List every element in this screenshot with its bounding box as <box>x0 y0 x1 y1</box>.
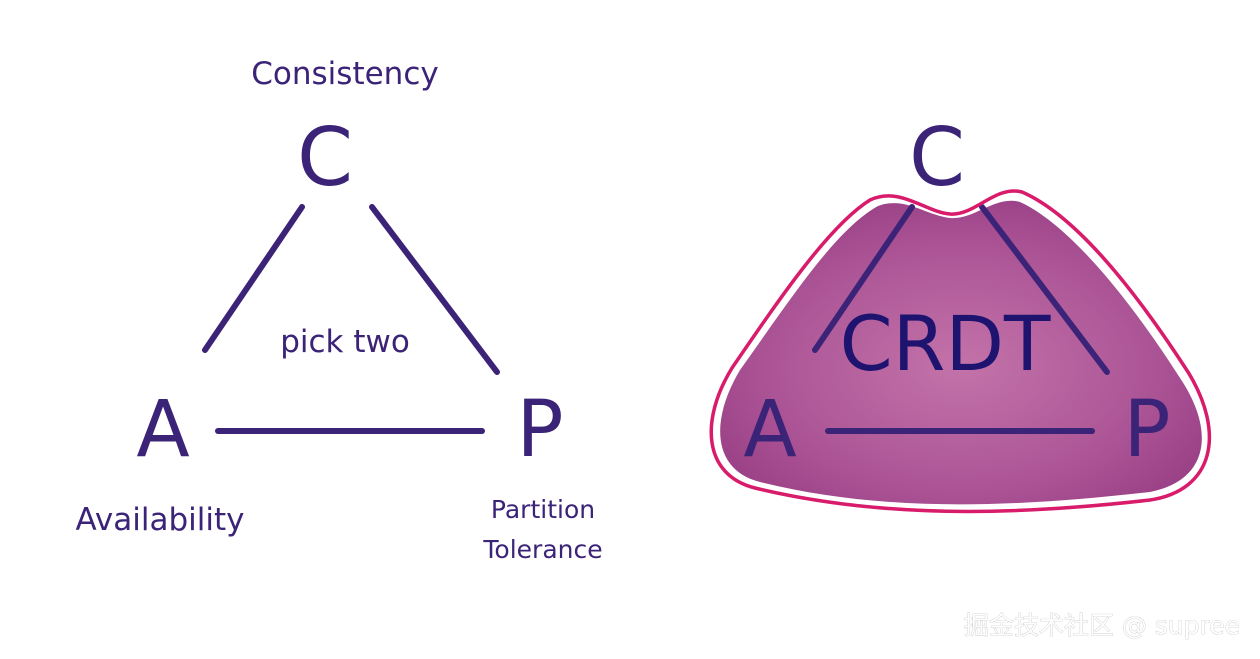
availability-label: Availability <box>76 502 245 538</box>
cap-triangle: Consistency C pick two A P Availability … <box>76 56 603 564</box>
consistency-label: Consistency <box>251 56 438 92</box>
vertex-p: P <box>516 385 563 475</box>
tolerance-label: Tolerance <box>482 535 602 564</box>
crdt-blob-outline <box>709 189 1212 514</box>
vertex-c: C <box>297 111 353 204</box>
crdt-vertex-p: P <box>1123 385 1170 475</box>
crdt-label: CRDT <box>840 299 1051 388</box>
crdt-vertex-c: C <box>909 111 965 204</box>
edge-c-a <box>202 204 305 353</box>
vertex-a: A <box>136 385 189 475</box>
crdt-diagram: C CRDT A P <box>709 111 1212 514</box>
crdt-edge-c-a <box>812 204 915 353</box>
crdt-edge-c-p <box>979 204 1110 375</box>
crdt-vertex-a: A <box>743 385 796 475</box>
partition-label: Partition <box>491 495 595 524</box>
pick-two-label: pick two <box>280 324 410 360</box>
watermark-text: 掘金技术社区 @ supree <box>964 611 1240 640</box>
edge-c-p <box>369 204 500 375</box>
